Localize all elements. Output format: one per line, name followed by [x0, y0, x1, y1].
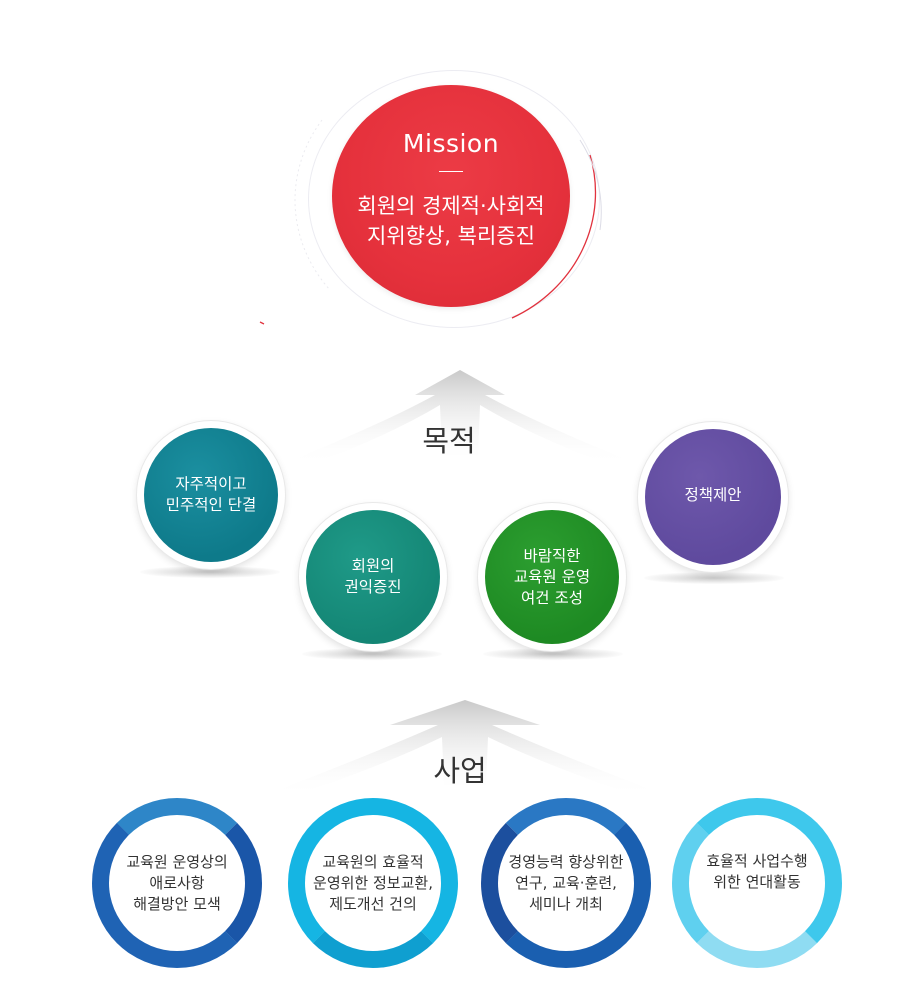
purpose-4-line1: 정책제안 [684, 486, 742, 504]
purpose-1-line2: 민주적인 단결 [165, 496, 257, 514]
business-3-label: 경영능력 향상위한 연구, 교육·훈련, 세미나 개최 [498, 852, 634, 915]
purpose-3-line3: 여건 조성 [521, 588, 583, 607]
mission-title: Mission [402, 129, 500, 158]
mission-statement-line2: 지위향상, 복리증진 [367, 224, 535, 248]
purpose-circle-1-fill: 자주적이고 민주적인 단결 [144, 428, 278, 562]
business-2-line2: 운영위한 정보교환, [313, 873, 433, 892]
purpose-2-shadow [302, 648, 442, 660]
purpose-4-shadow [644, 572, 784, 584]
mission-outer-ring [308, 70, 600, 328]
business-label: 사업 [433, 754, 487, 788]
purpose-circle-3-fill: 바람직한 교육원 운영 여건 조성 [485, 510, 619, 644]
business-1-line1: 교육원 운영상의 [126, 852, 228, 871]
purpose-circle-2-fill: 회원의 권익증진 [306, 510, 440, 644]
purpose-2-line1: 회원의 [351, 557, 395, 575]
business-ring-4: 효율적 사업수행 위한 연대활동 [672, 798, 842, 968]
mission-decoration [259, 119, 602, 325]
purpose-3-line2: 교육원 운영 [513, 567, 591, 586]
business-2-line1: 교육원의 효율적 [322, 852, 424, 871]
mission-divider [439, 171, 463, 172]
business-arrow-graphic [260, 700, 670, 797]
purpose-circle-4: 정책제안 [638, 422, 788, 572]
purpose-arrow-graphic [280, 370, 640, 465]
purpose-1-shadow [140, 566, 280, 578]
purpose-circle-1: 자주적이고 민주적인 단결 [137, 421, 285, 569]
business-4-label: 효율적 사업수행 위한 연대활동 [689, 851, 825, 893]
business-4-line1: 효율적 사업수행 [706, 852, 808, 870]
mission-statement: 회원의 경제적·사회적 지위향상, 복리증진 [332, 191, 570, 251]
business-ring-2: 교육원의 효율적 운영위한 정보교환, 제도개선 건의 [288, 798, 458, 968]
purpose-1-line1: 자주적이고 [175, 475, 247, 493]
business-ring-3: 경영능력 향상위한 연구, 교육·훈련, 세미나 개최 [481, 798, 651, 968]
business-3-line1: 경영능력 향상위한 [508, 852, 624, 871]
business-2-label: 교육원의 효율적 운영위한 정보교환, 제도개선 건의 [305, 852, 441, 915]
business-1-line3: 해결방안 모색 [133, 894, 221, 913]
business-1-label: 교육원 운영상의 애로사항 해결방안 모색 [109, 852, 245, 915]
purpose-3-shadow [483, 648, 623, 660]
purpose-2-line2: 권익증진 [344, 578, 402, 596]
mission-circle: Mission 회원의 경제적·사회적 지위향상, 복리증진 [332, 85, 570, 307]
purpose-label: 목적 [422, 424, 476, 458]
business-4-line2: 위한 연대활동 [713, 873, 801, 891]
business-1-line2: 애로사항 [149, 873, 205, 892]
purpose-circle-3: 바람직한 교육원 운영 여건 조성 [478, 503, 626, 651]
purpose-3-line1: 바람직한 [523, 546, 581, 565]
business-3-line2: 연구, 교육·훈련, [515, 873, 617, 892]
purpose-circle-2: 회원의 권익증진 [299, 503, 447, 651]
business-2-line3: 제도개선 건의 [329, 894, 417, 913]
business-3-line3: 세미나 개최 [529, 894, 603, 913]
purpose-circle-4-fill: 정책제안 [645, 429, 781, 565]
business-ring-1: 교육원 운영상의 애로사항 해결방안 모색 [92, 798, 262, 968]
mission-statement-line1: 회원의 경제적·사회적 [357, 194, 545, 218]
